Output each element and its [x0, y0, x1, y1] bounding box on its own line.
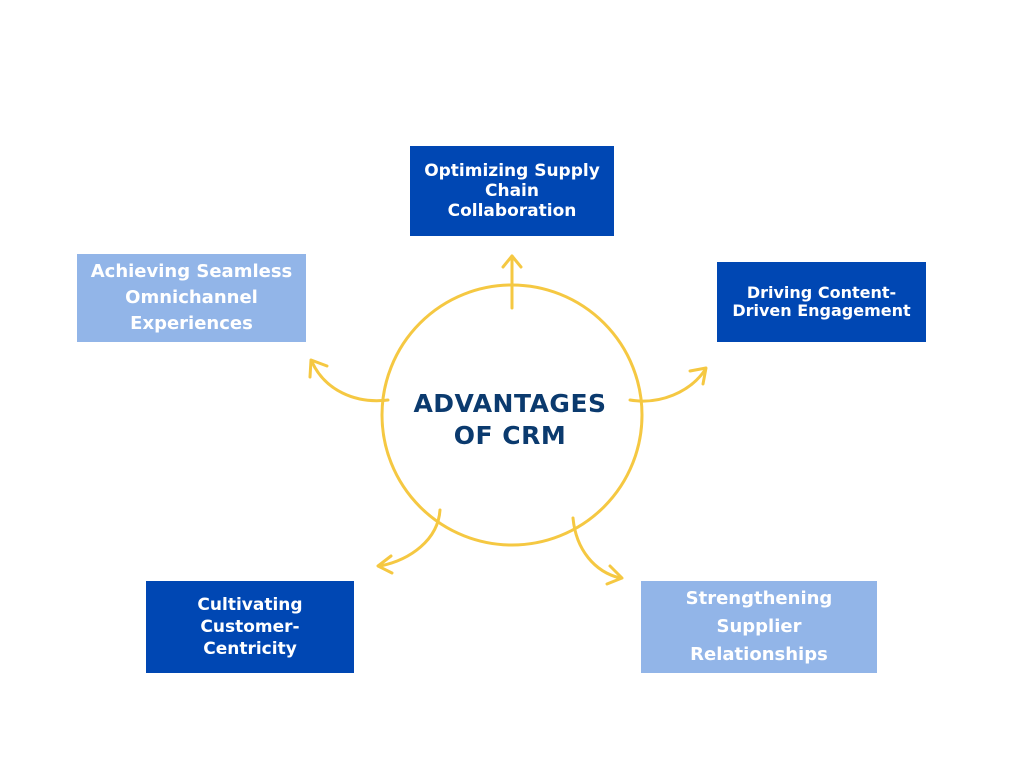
node-bottom-right-label: Strengthening Supplier Relationships — [685, 588, 833, 665]
node-left: Achieving Seamless Omnichannel Experienc… — [77, 254, 306, 342]
node-top-label: Optimizing Supply Chain Collaboration — [424, 161, 600, 221]
arrow-to-bottom-right — [571, 516, 624, 586]
arrow-to-left — [308, 358, 390, 403]
arrow-to-top — [501, 254, 523, 310]
node-bottom-right: Strengthening Supplier Relationships — [641, 581, 877, 673]
node-left-label: Achieving Seamless Omnichannel Experienc… — [90, 261, 293, 334]
arrow-to-right — [628, 366, 708, 403]
node-right: Driving Content-Driven Engagement — [717, 262, 926, 342]
node-right-label: Driving Content-Driven Engagement — [732, 283, 911, 320]
center-title: ADVANTAGES OF CRM — [413, 389, 607, 450]
node-top: Optimizing Supply Chain Collaboration — [410, 146, 614, 236]
node-bottom-left-label: Cultivating Customer-Centricity — [197, 595, 303, 659]
arrow-to-bottom-left — [376, 508, 442, 575]
node-bottom-left: Cultivating Customer-Centricity — [146, 581, 354, 673]
